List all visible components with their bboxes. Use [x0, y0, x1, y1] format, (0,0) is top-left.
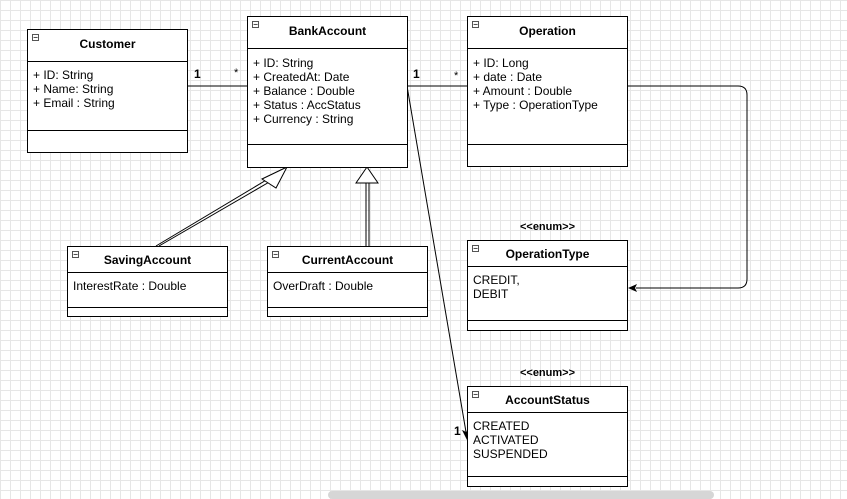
enum-literal: ACTIVATED — [473, 433, 539, 447]
multiplicity-customer: 1 — [194, 67, 201, 81]
collapse-toggle-icon[interactable]: − — [252, 20, 259, 29]
collapse-toggle-icon[interactable]: − — [72, 250, 79, 259]
account-status-header: − AccountStatus — [468, 387, 627, 413]
collapse-toggle-icon[interactable]: − — [472, 244, 479, 253]
attributes-compartment: OverDraft : Double — [268, 273, 427, 308]
current-account-class[interactable]: − CurrentAccount OverDraft : Double — [267, 246, 428, 317]
operation-type-arrowhead — [628, 284, 637, 292]
attribute: OverDraft : Double — [273, 279, 374, 293]
enum-literal: DEBIT — [473, 287, 509, 301]
attribute: + CreatedAt: Date — [253, 70, 350, 84]
saving-account-header: − SavingAccount — [68, 247, 227, 273]
current-generalization-arrow — [355, 166, 379, 184]
literals-compartment: CREATED ACTIVATED SUSPENDED — [468, 413, 627, 477]
literals-compartment: CREDIT, DEBIT — [468, 267, 627, 321]
attributes-compartment: + ID: String + Name: String + Email : St… — [28, 62, 187, 131]
class-name: Operation — [519, 24, 576, 38]
attribute: InterestRate : Double — [73, 279, 187, 293]
current-account-header: − CurrentAccount — [268, 247, 427, 273]
account-status-enum[interactable]: − AccountStatus CREATED ACTIVATED SUSPEN… — [467, 386, 628, 487]
bank-account-header: − BankAccount — [248, 17, 407, 49]
customer-header: − Customer — [28, 30, 187, 62]
operation-class[interactable]: − Operation + ID: Long + date : Date + A… — [467, 16, 628, 167]
horizontal-scrollbar[interactable] — [328, 491, 714, 499]
multiplicity-account-status: 1 — [454, 424, 461, 438]
enum-literal: CREATED — [473, 419, 530, 433]
saving-account-class[interactable]: − SavingAccount InterestRate : Double — [67, 246, 228, 317]
bank-account-class[interactable]: − BankAccount + ID: String + CreatedAt: … — [247, 16, 408, 168]
multiplicity-bankaccount-op: 1 — [413, 67, 420, 81]
collapse-toggle-icon[interactable]: − — [32, 33, 39, 42]
collapse-toggle-icon[interactable]: − — [272, 250, 279, 259]
attribute: + Status : AccStatus — [253, 98, 361, 112]
attribute: + date : Date — [473, 70, 543, 84]
class-name: SavingAccount — [103, 253, 192, 267]
attribute: + Type : OperationType — [473, 98, 598, 112]
class-name: BankAccount — [288, 24, 367, 38]
class-name: Customer — [79, 37, 136, 51]
multiplicity-bankaccount: * — [234, 67, 239, 79]
attribute: + Currency : String — [253, 112, 354, 126]
collapse-toggle-icon[interactable]: − — [472, 20, 479, 29]
collapse-toggle-icon[interactable]: − — [472, 390, 479, 399]
class-name: CurrentAccount — [301, 253, 394, 267]
multiplicity-operation: * — [454, 70, 459, 82]
operation-type-enum[interactable]: − OperationType CREDIT, DEBIT — [467, 240, 628, 331]
account-status-stereotype: <<enum>> — [519, 367, 576, 379]
operation-type-header: − OperationType — [468, 241, 627, 267]
attributes-compartment: InterestRate : Double — [68, 273, 227, 308]
attribute: + ID: String — [33, 68, 94, 82]
enum-literal: CREDIT, — [473, 273, 520, 287]
attribute: + Amount : Double — [473, 84, 573, 98]
class-name: AccountStatus — [505, 393, 590, 407]
class-name: OperationType — [505, 247, 590, 261]
attributes-compartment: + ID: String + CreatedAt: Date + Balance… — [248, 49, 407, 145]
customer-class[interactable]: − Customer + ID: String + Name: String +… — [27, 29, 188, 153]
operation-header: − Operation — [468, 17, 627, 49]
attribute: + Name: String — [33, 82, 114, 96]
operation-type-stereotype: <<enum>> — [519, 221, 576, 233]
enum-literal: SUSPENDED — [473, 447, 548, 461]
attribute: + Email : String — [33, 96, 115, 110]
attribute: + ID: String — [253, 56, 314, 70]
attribute: + ID: Long — [473, 56, 529, 70]
bankaccount-status-association — [406, 85, 467, 433]
saving-generalization-arrow — [260, 165, 289, 189]
operation-type-association — [627, 85, 748, 289]
attributes-compartment: + ID: Long + date : Date + Amount : Doub… — [468, 49, 627, 145]
attribute: + Balance : Double — [253, 84, 355, 98]
